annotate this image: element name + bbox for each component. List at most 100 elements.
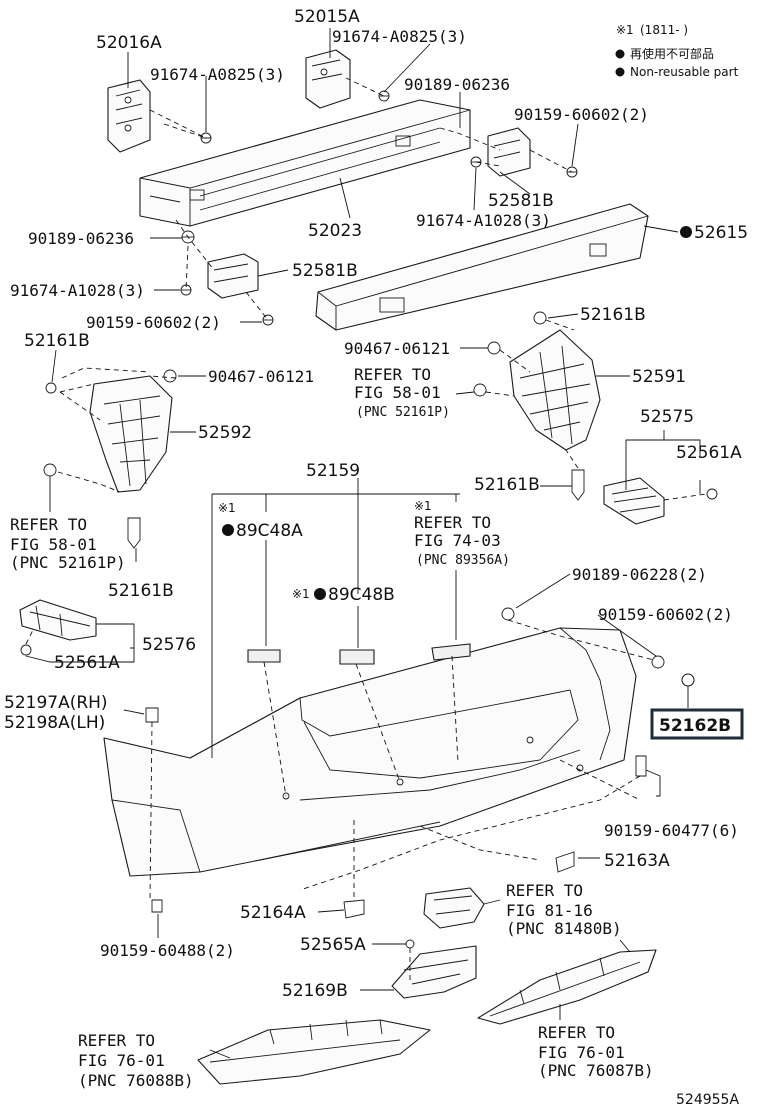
diagram-code: 524955A — [676, 1092, 739, 1108]
sensor-89356A-icon — [431, 643, 471, 661]
label-52561A-left: 52561A — [54, 653, 120, 673]
note-fig-76-01-right: FIG 76-01 — [538, 1043, 625, 1062]
label-52197A: 52197A(RH) — [4, 693, 108, 713]
bracket-52016A-shape — [107, 79, 151, 153]
legend: ※1 (1811- ) 再使用不可部品 Non-reusable part — [615, 23, 739, 79]
label-52561A-right: 52561A — [676, 443, 742, 463]
retainer-52592-shape — [89, 375, 173, 493]
note-fig-81-16: FIG 81-16 — [506, 901, 593, 920]
label-52159: 52159 — [306, 461, 360, 481]
note-pnc-76087B: (PNC 76087B) — [538, 1061, 654, 1080]
reflector-81480B-shape — [423, 887, 485, 929]
non-reusable-dot-icon — [680, 226, 692, 238]
label-90159-60488: 90159-60488(2) — [100, 941, 235, 960]
label-90159-60602-left: 90159-60602(2) — [86, 313, 221, 332]
note-pnc-52161P-right: (PNC 52161P) — [356, 405, 450, 420]
bracket-52575-shape — [603, 477, 665, 525]
note-refer-to-left: REFER TO — [10, 515, 87, 534]
label-91674-A0825-left: 91674-A0825(3) — [150, 65, 285, 84]
bracket-52169B-shape — [391, 945, 477, 999]
note-refer-to-81480B: REFER TO — [506, 881, 583, 900]
label-52169B: 52169B — [282, 981, 348, 1001]
non-reusable-dot-icon — [222, 524, 234, 536]
sensor-89C48B-icon — [339, 649, 375, 665]
absorber-52615 — [315, 203, 649, 331]
bracket-52576-shape — [19, 599, 97, 641]
leader-lines — [25, 28, 701, 1059]
note-refer-to-76087B: REFER TO — [538, 1023, 615, 1042]
label-52163A: 52163A — [604, 851, 670, 871]
lower-parts — [197, 887, 657, 1085]
label-52161B-bottom-left: 52161B — [108, 581, 174, 601]
note-fig-74-03: FIG 74-03 — [414, 531, 501, 550]
note-fig-58-01-left: FIG 58-01 — [10, 535, 97, 554]
label-52581B-left: 52581B — [292, 261, 358, 281]
spoiler-76088B-shape — [197, 1019, 431, 1085]
label-52015A: 52015A — [294, 7, 360, 27]
label-52023: 52023 — [308, 221, 362, 241]
label-91674-A1028-left: 91674-A1028(3) — [10, 281, 145, 300]
label-90467-06121-right: 90467-06121 — [344, 339, 450, 358]
note-refer-to-76088B: REFER TO — [78, 1031, 155, 1050]
non-reusable-dot-icon — [314, 588, 326, 600]
non-reusable-dot-icon — [615, 49, 625, 59]
legend-line-2: Non-reusable part — [630, 65, 739, 79]
label-52162B-highlighted[interactable]: 52162B — [659, 716, 731, 736]
note-fig-58-01-right: FIG 58-01 — [354, 383, 441, 402]
label-52164A: 52164A — [240, 903, 306, 923]
label-52575: 52575 — [640, 407, 694, 427]
label-91674-A1028-right: 91674-A1028(3) — [416, 211, 551, 230]
highlight-box[interactable] — [650, 708, 744, 740]
absorber-shape — [315, 203, 649, 331]
note-fig-76-01-left: FIG 76-01 — [78, 1051, 165, 1070]
label-90159-60602-top: 90159-60602(2) — [514, 105, 649, 124]
label-52581B-right: 52581B — [488, 191, 554, 211]
label-89C48B: 89C48B — [328, 585, 395, 605]
label-52161B-top-left: 52161B — [24, 331, 90, 351]
reinforcement-52023-shape — [139, 99, 471, 227]
labels: 52015A 52016A 91674-A0825(3) 91674-A0825… — [4, 7, 748, 1108]
label-52615: 52615 — [694, 223, 748, 243]
label-90467-06121-left: 90467-06121 — [208, 367, 314, 386]
label-90189-06236-left: 90189-06236 — [28, 229, 134, 248]
legend-note-range: (1811- ) — [640, 23, 688, 37]
legend-line-1: 再使用不可部品 — [630, 46, 714, 61]
label-90159-60602-bottom: 90159-60602(2) — [598, 605, 733, 624]
label-90159-60477: 90159-60477(6) — [604, 821, 739, 840]
label-90189-06236-right: 90189-06236 — [404, 75, 510, 94]
label-52161B-top-right: 52161B — [580, 305, 646, 325]
sensor-89C48A-icon — [247, 649, 281, 663]
label-91674-A0825-right: 91674-A0825(3) — [332, 27, 467, 46]
bracket-52581B-left-shape — [207, 253, 259, 299]
spoiler-76087B-shape — [477, 949, 657, 1025]
note-mark-89C48A: ※1 — [218, 501, 236, 515]
label-52016A: 52016A — [96, 33, 162, 53]
label-52161B-mid-right: 52161B — [474, 475, 540, 495]
bumper-cover — [103, 607, 695, 919]
label-52576: 52576 — [142, 635, 196, 655]
label-89C48A: 89C48A — [236, 521, 303, 541]
label-90189-06228: 90189-06228(2) — [572, 565, 707, 584]
note-refer-to-right: REFER TO — [354, 365, 431, 384]
bracket-52576 — [19, 599, 97, 656]
note-refer-to-89356A: REFER TO — [414, 513, 491, 532]
non-reusable-dot-icon — [615, 67, 625, 77]
label-52198A: 52198A(LH) — [4, 713, 105, 733]
note-pnc-52161P-left: (PNC 52161P) — [10, 553, 126, 572]
side-retainers — [43, 311, 601, 549]
bumper-cover-shape — [103, 627, 637, 877]
note-mark-89356A: ※1 — [414, 499, 432, 513]
label-52565A: 52565A — [300, 935, 366, 955]
bracket-52575 — [603, 477, 718, 525]
clip-52161B-bottom-left-icon — [127, 517, 141, 549]
reinforcement-group — [107, 49, 578, 326]
clip-52161B-mid-right-icon — [571, 469, 585, 501]
note-mark-89C48B: ※1 — [292, 587, 310, 601]
bracket-52015A-shape — [305, 49, 351, 109]
label-52591: 52591 — [632, 367, 686, 387]
bracket-52581B-right-shape — [487, 127, 531, 177]
label-52592: 52592 — [198, 423, 252, 443]
legend-note-mark: ※1 — [616, 23, 634, 37]
note-pnc-81480B: (PNC 81480B) — [506, 919, 622, 938]
